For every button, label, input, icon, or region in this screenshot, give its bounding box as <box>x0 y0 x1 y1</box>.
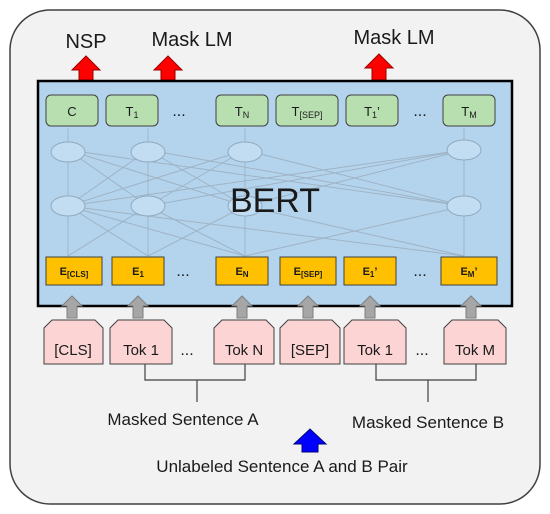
ellipsis: ... <box>180 342 193 359</box>
ellipsis: ... <box>172 103 185 120</box>
embedding-sep: E[SEP] <box>294 266 323 279</box>
token-sep: [SEP] <box>291 342 329 359</box>
embedding-e1: E1 <box>132 266 144 279</box>
embedding-cls: E[CLS] <box>60 266 89 279</box>
grey-arrow-icon <box>358 295 382 319</box>
masked-sentence-a-label: Masked Sentence A <box>107 410 259 429</box>
output-c: C <box>67 104 76 119</box>
token-tok1-b: Tok 1 <box>357 342 393 359</box>
network-nodes <box>50 139 482 217</box>
token-row: [CLS] Tok 1 Tok N [SEP] Tok 1 Tok M ... … <box>43 319 507 365</box>
output-tm: TM <box>461 104 476 120</box>
embedding-e1-prime: E1’ <box>363 266 378 279</box>
red-arrow-icon <box>152 55 184 81</box>
grey-arrow-icon <box>296 295 320 319</box>
ellipsis: ... <box>413 103 426 120</box>
output-row: C T1 TN T[SEP] T1’ TM ... ... <box>45 94 496 127</box>
blue-arrow-icon <box>292 428 328 453</box>
grey-arrow-icon <box>230 295 254 319</box>
ellipsis: ... <box>413 263 426 280</box>
mask-lm-label-2: Mask LM <box>353 27 434 49</box>
output-t1-prime: T1’ <box>364 104 380 120</box>
red-arrow-icon <box>363 53 395 81</box>
mask-lm-label-1: Mask LM <box>151 29 232 51</box>
token-cls: [CLS] <box>54 342 92 359</box>
embedding-row: E[CLS] E1 EN E[SEP] E1’ EM’ ... ... <box>45 256 498 286</box>
embedding-en: EN <box>235 266 248 279</box>
token-tok1-a: Tok 1 <box>123 342 159 359</box>
token-tokn: Tok N <box>225 342 263 359</box>
nsp-label: NSP <box>65 31 106 53</box>
grey-arrow-icon <box>60 295 84 319</box>
output-tsep: T[SEP] <box>292 104 323 120</box>
red-arrow-icon <box>70 55 102 81</box>
masked-sentence-b-label: Masked Sentence B <box>352 413 504 432</box>
embedding-em-prime: EM’ <box>460 266 477 279</box>
grey-arrows <box>60 295 483 319</box>
input-pair-label: Unlabeled Sentence A and B Pair <box>156 457 408 476</box>
ellipsis: ... <box>415 342 428 359</box>
token-tokm: Tok M <box>455 342 495 359</box>
sentence-brackets <box>144 364 477 402</box>
network-connections <box>67 128 465 257</box>
grey-arrow-icon <box>459 295 483 319</box>
ellipsis: ... <box>176 263 189 280</box>
output-tn: TN <box>235 104 249 120</box>
bert-label: BERT <box>230 182 320 220</box>
grey-arrow-icon <box>126 295 150 319</box>
output-t1: T1 <box>126 104 139 120</box>
